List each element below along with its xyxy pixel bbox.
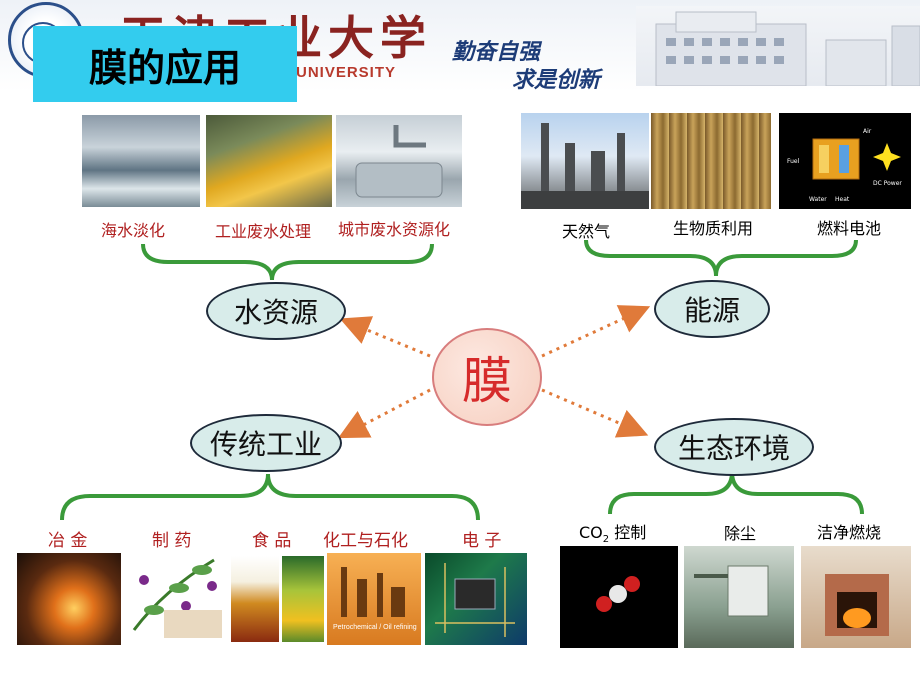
fuel-cell-air-text: Air [863,128,872,135]
industry-brace [60,473,480,521]
category-water: 水资源 [206,282,346,340]
industry-item-metallurgy: 冶 金 [48,531,88,551]
pharma-plants-photo [124,550,230,642]
category-industry: 传统工业 [190,414,342,472]
arrow-to-water [339,316,431,358]
water-item-1: 海水淡化 [101,221,166,240]
energy-item-1: 天然气 [562,222,611,241]
co2-molecule-image [560,546,678,648]
water-item-3: 城市废水资源化 [338,220,451,239]
fuel-cell-heat-text: Heat [835,196,850,203]
fuel-cell-water-text: Water [809,196,827,203]
motto-line-1: 勤奋自强 [452,39,541,65]
arrow-to-energy [541,305,651,358]
dust-removal-equipment-photo [684,546,794,648]
natural-gas-refinery-photo [521,113,649,209]
eco-brace [608,471,864,515]
circuit-board-photo [425,553,527,645]
eco-item-co2: CO2 控制 [579,523,647,546]
center-membrane: 膜 [432,328,542,426]
seawater-photo [82,115,200,207]
eco-item-dust-removal: 除尘 [724,524,757,543]
slide-title: 膜的应用 [33,26,297,102]
water-item-2: 工业废水处理 [215,222,312,241]
university-name-english: UNIVERSITY [296,64,397,81]
industry-item-pharma: 制 药 [152,531,192,551]
sink-faucet-photo [336,115,462,207]
arrow-to-eco [541,388,649,438]
fireplace-photo [801,546,911,648]
fuel-cell-fuel-text: Fuel [787,158,800,165]
industrial-wastewater-photo [206,115,332,207]
water-brace [141,243,434,281]
arrow-to-industry [338,388,431,439]
petrochemical-caption: Petrochemical / Oil refining [333,624,417,631]
energy-item-2: 生物质利用 [673,219,754,238]
industry-item-electronics: 电 子 [462,531,502,551]
category-eco: 生态环境 [654,418,814,476]
fuel-cell-dc-text: DC Power [873,180,902,187]
fruit-photo [282,556,324,642]
category-energy: 能源 [654,280,770,338]
campus-building-image [636,6,920,87]
energy-brace [584,239,858,277]
energy-item-3: 燃料电池 [817,219,882,238]
motto-line-2: 求是创新 [512,67,601,93]
industry-item-food: 食 品 [252,531,292,551]
beverage-glasses-photo [231,556,279,642]
corn-field-photo [651,113,771,209]
industry-item-chemical: 化工与石化 [323,531,408,551]
petrochemical-image: Petrochemical / Oil refining [327,553,421,645]
metallurgy-photo [17,553,121,645]
eco-item-clean-combustion: 洁净燃烧 [817,523,882,542]
fuel-cell-diagram-image: Air Fuel DC Power Water Heat [779,113,911,209]
